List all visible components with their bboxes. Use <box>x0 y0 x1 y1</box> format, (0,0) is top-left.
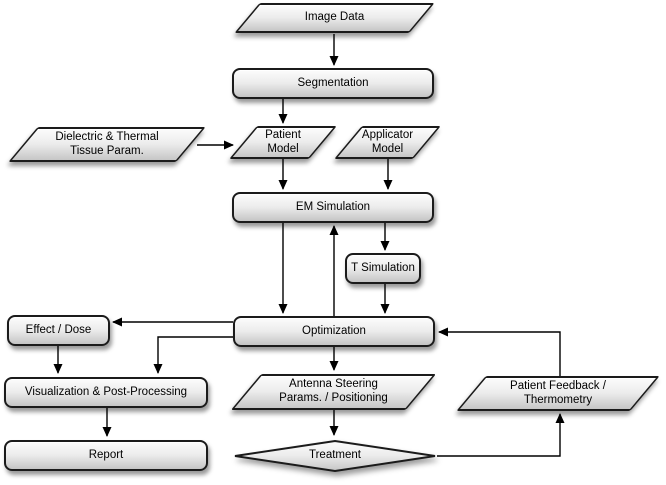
diamond-shape <box>234 439 436 473</box>
node-patient-feedback-thermometry: Patient Feedback / Thermometry <box>456 376 660 411</box>
node-t-simulation: T Simulation <box>345 253 421 284</box>
node-label: Visualization & Post-Processing <box>24 385 188 398</box>
node-label: Patient Model <box>265 128 301 155</box>
node-label: Effect / Dose <box>25 323 92 336</box>
node-applicator-model: Applicator Model <box>334 126 441 159</box>
node-image-data: Image Data <box>232 3 437 33</box>
edge-treatment-feedback <box>437 413 565 457</box>
node-label: Patient Feedback / Thermometry <box>510 379 606 406</box>
node-dielectric-thermal-tissue-param: Dielectric & Thermal Tissue Param. <box>8 127 206 162</box>
node-patient-model: Patient Model <box>229 126 337 159</box>
node-label: EM Simulation <box>295 200 371 213</box>
node-report: Report <box>4 440 208 471</box>
node-visualization-post-processing: Visualization & Post-Processing <box>4 377 208 408</box>
node-label: Antenna Steering Params. / Positioning <box>279 378 388 404</box>
node-label: T Simulation <box>351 261 415 274</box>
edge-optimization-visualization <box>153 336 233 374</box>
node-label: Applicator Model <box>361 128 414 155</box>
node-label: Segmentation <box>297 76 369 89</box>
node-label: Optimization <box>302 324 366 337</box>
node-optimization: Optimization <box>233 316 435 347</box>
node-treatment: Treatment <box>232 438 438 474</box>
node-label: Report <box>88 448 124 461</box>
node-label: Image Data <box>304 11 365 24</box>
node-label: Treatment <box>309 449 361 462</box>
node-segmentation: Segmentation <box>232 68 434 99</box>
node-label: Dielectric & Thermal Tissue Param. <box>55 130 159 157</box>
node-effect-dose: Effect / Dose <box>7 315 110 346</box>
node-em-simulation: EM Simulation <box>232 192 434 223</box>
node-antenna-steering-params: Antenna Steering Params. / Positioning <box>230 374 437 410</box>
edge-feedback-optimization <box>438 327 561 377</box>
